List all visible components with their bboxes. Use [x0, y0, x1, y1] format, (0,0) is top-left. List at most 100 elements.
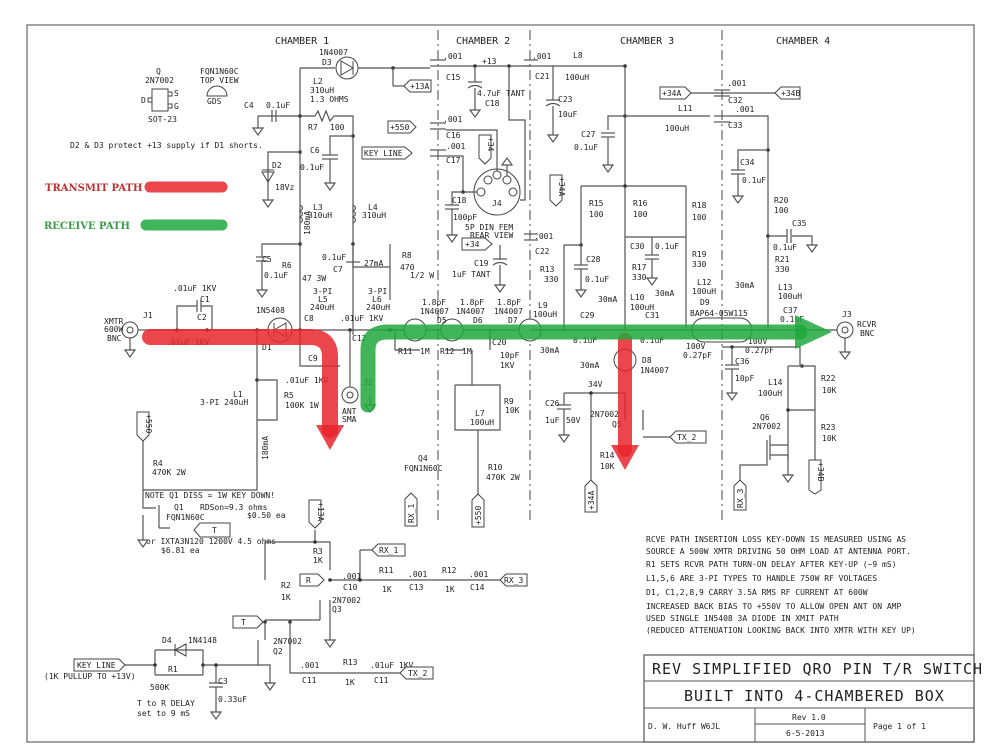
- j4-ref: J4: [492, 199, 502, 208]
- q3-ref: Q3: [332, 605, 342, 614]
- control-circuit: R3 1K R2 1K .001 C10 R11 1K .001 C13 R12…: [44, 530, 500, 721]
- transmit-arrow-j2: [316, 425, 344, 450]
- c21-ref: C21: [535, 72, 550, 81]
- d4-ref: D4: [162, 636, 172, 645]
- r13-ref: R13: [540, 265, 555, 274]
- r23-value: 10K: [822, 434, 837, 443]
- l8-value: 100uH: [565, 73, 589, 82]
- chamber-2-circuit: .001 C15 .001 C16 .001 C17 +13 4.7uF TAN…: [394, 51, 625, 500]
- chamber-1-label: CHAMBER 1: [275, 36, 329, 47]
- tag-plus34a-r14: +34A: [587, 491, 596, 510]
- c15-value: .001: [443, 52, 462, 61]
- l12-value: 100uH: [692, 287, 716, 296]
- note-line-3: R1 SETS RCVR PATH TURN-ON DELAY AFTER KE…: [646, 560, 896, 569]
- d9-voltage-right: 100V: [748, 337, 767, 346]
- title-page: Page 1 of 1: [873, 722, 926, 731]
- transmit-path: [142, 329, 639, 470]
- r10-value: 470K 2W: [486, 473, 520, 482]
- c4-ref: C4: [244, 101, 254, 110]
- c20-voltage: 1KV: [500, 361, 515, 370]
- c36-ref: C36: [735, 357, 750, 366]
- r21-value: 330: [775, 265, 790, 274]
- tag-rx1-q4: RX_1: [407, 504, 416, 523]
- c22-value: .001: [534, 232, 553, 241]
- r10-ref: R10: [488, 463, 503, 472]
- l7-value: 100uH: [470, 418, 494, 427]
- r7-value: 100: [330, 123, 345, 132]
- tag-plus34a-c3: +34A: [557, 177, 566, 196]
- d7-ref: D7: [508, 316, 518, 325]
- tag-plus550-r4: +550: [144, 414, 153, 433]
- c12-ref: C12: [352, 334, 367, 343]
- c26-ref: C26: [545, 399, 560, 408]
- l3-value: 310uH: [308, 211, 332, 220]
- c26-voltage: 50V: [566, 416, 581, 425]
- r13b-value: 1K: [345, 678, 355, 687]
- note-line-8: (REDUCED ATTENUATION LOOKING BACK INTO X…: [646, 626, 916, 635]
- q5-part: 2N7002: [590, 410, 619, 419]
- c12b-ref: C11: [374, 676, 389, 685]
- c7-ref: C7: [333, 265, 343, 274]
- c4-value: 0.1uF: [266, 101, 290, 110]
- c3-value: 0.33uF: [218, 695, 247, 704]
- tag-plus550: +550: [390, 123, 409, 132]
- chamber-4-circuit: .001 C32 .001 C33 C34 0.1uF R20 100 C35 …: [690, 79, 876, 484]
- d6-cap: 1.8pF: [460, 298, 484, 307]
- c30-value: 0.1uF: [655, 242, 679, 251]
- q2-ref: Q2: [273, 647, 283, 656]
- l6-type: 3-PI: [368, 287, 387, 296]
- c11-value: .001: [300, 661, 319, 670]
- c32-ref: C32: [728, 96, 743, 105]
- r14-value: 10K: [600, 462, 615, 471]
- r15-value: 100: [589, 210, 604, 219]
- q-part: 2N7002: [145, 76, 174, 85]
- c37-ref: C37: [783, 306, 798, 315]
- current-30ma-l9: 30mA: [540, 346, 559, 355]
- r6-ref: R6: [282, 261, 292, 270]
- l5-value: 240uH: [310, 303, 334, 312]
- d8-ref: D8: [642, 356, 652, 365]
- r1-ref: R1: [168, 665, 178, 674]
- c22-ref: C22: [535, 247, 550, 256]
- c5-ref: C5: [262, 255, 272, 264]
- c19-ref: C19: [474, 259, 489, 268]
- c9-ref: C9: [308, 354, 318, 363]
- j3-label-bnc: BNC: [860, 329, 875, 338]
- c1-ref: C1: [200, 295, 210, 304]
- d7-cap: 1.8pF: [497, 298, 521, 307]
- tag-t-q1: T: [212, 526, 217, 535]
- current-180ma-bottom: 180mA: [261, 436, 270, 460]
- chamber-3-label: CHAMBER 3: [620, 36, 674, 47]
- receive-arrow-j3: [795, 315, 832, 349]
- l2-ref: L2: [313, 77, 323, 86]
- c20-ref: C20: [492, 338, 507, 347]
- c17-ref: C17: [446, 156, 461, 165]
- d3-part: 1N4007: [319, 48, 348, 57]
- c37-value: 0.1uF: [780, 315, 804, 324]
- current-180ma-top: 180mA: [303, 211, 312, 235]
- d3-ref: D3: [322, 58, 332, 67]
- j3-label-rcvr: RCVR: [857, 320, 876, 329]
- tag-rx3: RX_3: [504, 576, 523, 585]
- r18-ref: R18: [692, 201, 707, 210]
- tag-plus550-r10: +550: [474, 506, 483, 525]
- c11-ref: C11: [302, 676, 317, 685]
- l13-value: 100uH: [778, 292, 802, 301]
- r20-value: 100: [774, 206, 789, 215]
- j4-label-view: REAR VIEW: [470, 231, 514, 240]
- c13-value: .001: [408, 570, 427, 579]
- c18a-value: 4.7uF TANT: [477, 89, 525, 98]
- c31-ref: C31: [645, 311, 660, 320]
- r19-ref: R19: [692, 250, 707, 259]
- title-main: REV SIMPLIFIED QRO PIN T/R SWITCH: [652, 660, 983, 678]
- note-q1-rdson: RDSon=9.3 ohms: [200, 503, 268, 512]
- r5-ref: R5: [284, 391, 294, 400]
- c31-value: 0.1uF: [640, 336, 664, 345]
- note-line-4: L1,5,6 ARE 3-PI TYPES TO HANDLE 750W RF …: [646, 574, 877, 583]
- j3-ref: J3: [842, 310, 852, 319]
- q5-ref: Q5: [612, 420, 622, 429]
- d4-part: 1N4148: [188, 636, 217, 645]
- chamber-1-circuit: 1N4007 D3 L2 310uH 1.3 OHMS C4 0.1uF R7 …: [104, 48, 434, 555]
- r11-ref: R11: [398, 347, 413, 356]
- c10-value: .001: [342, 572, 361, 581]
